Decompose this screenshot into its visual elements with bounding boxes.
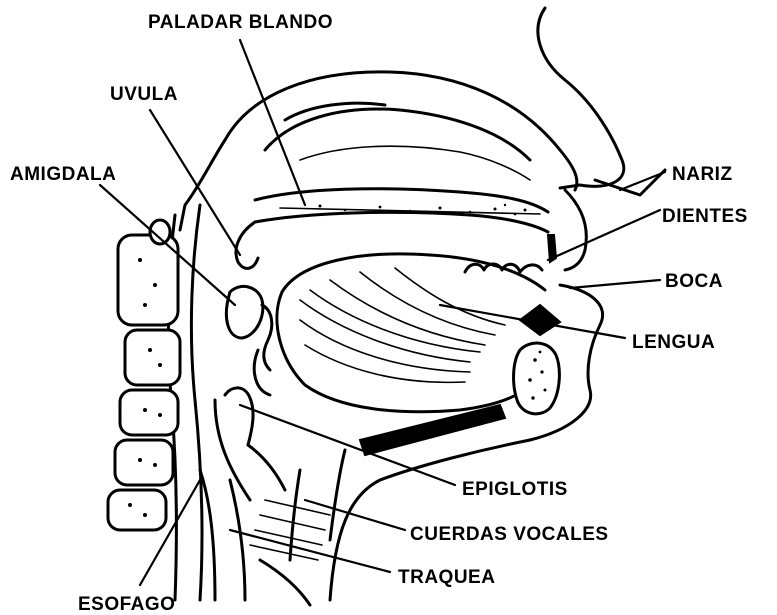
label-traquea: TRAQUEA [398, 567, 495, 588]
leader-epiglotis [240, 405, 455, 485]
tonsil [226, 286, 271, 370]
vertebra-1 [118, 235, 178, 325]
label-lengua: LENGUA [632, 332, 715, 353]
mandible [514, 343, 560, 414]
label-nariz: NARIZ [672, 164, 733, 185]
label-dientes: DIENTES [662, 206, 748, 227]
leader-dientes [548, 210, 660, 260]
vertebra-4 [115, 440, 173, 485]
nasal-cavity [180, 72, 577, 230]
vertebra-2 [125, 330, 180, 385]
pharynx [215, 350, 285, 500]
uvula-shape [236, 222, 258, 268]
palate [255, 189, 548, 232]
label-epiglotis: EPIGLOTIS [462, 479, 568, 500]
vertebra-3 [120, 390, 178, 435]
label-uvula: UVULA [110, 84, 178, 105]
label-esofago: ESOFAGO [78, 594, 175, 615]
label-boca: BOCA [665, 271, 723, 292]
leader-paladar-blando [240, 40, 305, 205]
label-amigdala: AMIGDALA [10, 164, 116, 185]
teeth [465, 235, 560, 335]
label-cuerdas-vocales: CUERDAS VOCALES [410, 524, 609, 545]
vertebra-5 [108, 490, 166, 530]
leader-traquea [230, 530, 390, 572]
label-paladar-blando: PALADAR BLANDO [148, 12, 333, 33]
leader-boca [570, 280, 660, 288]
tongue [277, 254, 545, 412]
leader-nariz [620, 172, 665, 190]
